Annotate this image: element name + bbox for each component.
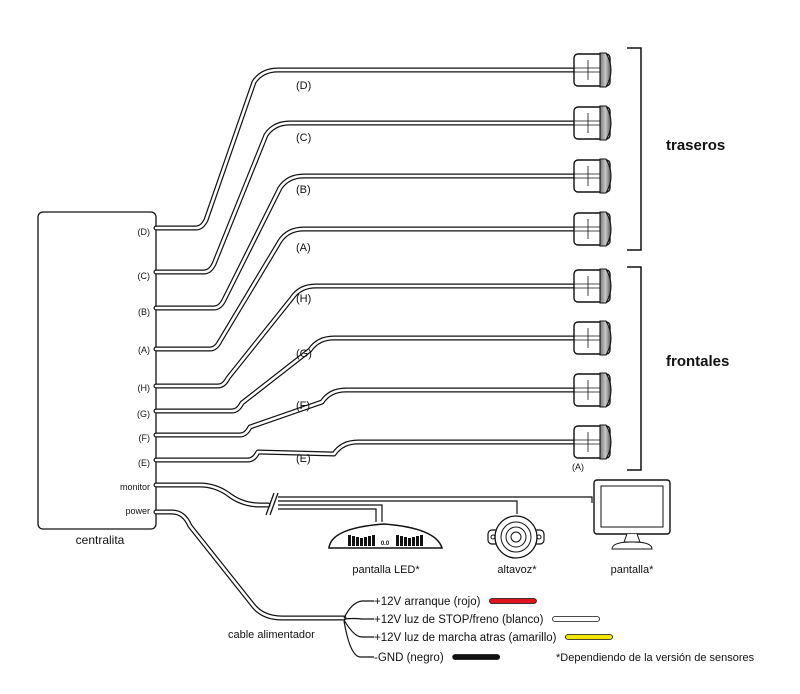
port-label: (C) <box>138 271 151 281</box>
port-label: (A) <box>138 345 150 355</box>
led-display-caption: pantalla LED* <box>352 564 420 576</box>
sensor-wire-core <box>154 336 580 413</box>
sensor-wire-core <box>154 227 580 351</box>
sensor-wire-labels: (D) (C) (B) (A) (H) (G) (F) (E) <box>296 80 312 465</box>
sensor-wire <box>153 335 581 414</box>
speaker-caption: altavoz* <box>497 564 537 576</box>
front-group-label: frontales <box>666 353 729 370</box>
led-bar <box>348 535 351 546</box>
power-leads: +12V arranque (rojo) +12V luz de STOP/fre… <box>374 596 613 664</box>
led-bar <box>400 536 403 546</box>
sensor-wire <box>153 439 581 463</box>
port-label: power <box>125 506 150 516</box>
led-bar <box>352 536 355 546</box>
led-bar <box>360 538 363 546</box>
led-bar <box>416 536 419 546</box>
port-label: (D) <box>138 227 151 237</box>
port-label: monitor <box>120 482 150 492</box>
control-unit-port-labels: (D) (C) (B) (A) (H) (G) (F) (E) monitor power <box>120 227 150 516</box>
led-bar <box>356 537 359 546</box>
led-bar <box>364 537 367 546</box>
monitor-cable <box>153 482 593 522</box>
wire-label: (C) <box>296 132 311 144</box>
parking-sensor <box>573 52 612 88</box>
led-bar <box>368 536 371 546</box>
power-lead-color-swatch <box>489 598 537 604</box>
led-bar <box>404 537 407 546</box>
parking-sensor <box>573 424 612 460</box>
power-lead-label: +12V luz de STOP/freno (blanco) <box>374 614 544 626</box>
wire-label: (F) <box>296 400 310 412</box>
port-label: (B) <box>138 307 150 317</box>
power-lead-color-swatch <box>552 616 600 622</box>
port-label: (G) <box>137 409 150 419</box>
power-lead-color-swatch <box>565 634 613 640</box>
sensor-wire-core <box>154 121 580 274</box>
parking-sensor <box>573 320 612 356</box>
port-label: (H) <box>138 383 151 393</box>
led-display-bars <box>348 535 423 546</box>
wire-label: (H) <box>296 293 311 305</box>
wire-label: (D) <box>296 80 311 92</box>
power-cable: cable alimentador <box>153 509 374 658</box>
power-lead-color-swatch <box>452 654 501 660</box>
screen-device: pantalla* <box>593 479 671 576</box>
led-bar <box>396 535 399 546</box>
screen-caption: pantalla* <box>611 564 655 576</box>
power-lead-label: +12V luz de marcha atras (amarillo) <box>374 632 557 644</box>
wire-label: (G) <box>296 348 312 360</box>
parking-sensor <box>573 158 612 194</box>
parking-sensor <box>573 105 612 141</box>
wire-label: (E) <box>296 453 311 465</box>
sensor-wire-core <box>154 440 580 462</box>
power-lead-label: +12V arranque (rojo) <box>374 596 481 608</box>
parking-sensor <box>573 211 612 247</box>
sensor-extra-label: (A) <box>572 462 584 472</box>
sensor-wire-core <box>154 68 580 230</box>
front-group-bracket: frontales <box>627 266 729 471</box>
wire-label: (A) <box>296 242 311 254</box>
led-display: 0.0 pantalla LED* <box>328 523 444 576</box>
footnote: *Dependiendo de la versión de sensores <box>556 652 755 664</box>
power-lead-label: -GND (negro) <box>374 652 444 664</box>
sensors <box>573 52 612 460</box>
led-bar <box>408 538 411 546</box>
sensor-wire-core <box>154 284 580 388</box>
led-bar <box>420 535 423 546</box>
parking-sensor <box>573 372 612 408</box>
port-label: (E) <box>138 458 150 468</box>
power-cable-caption: cable alimentador <box>228 629 315 641</box>
rear-group-label: traseros <box>666 137 725 154</box>
rear-group-bracket: traseros <box>627 47 725 251</box>
speaker: altavoz* <box>487 515 545 576</box>
sensor-wire-core <box>154 174 580 310</box>
sensor-wires <box>153 67 581 463</box>
port-label: (F) <box>139 433 151 443</box>
wire-label: (B) <box>296 184 311 196</box>
sensor-wire <box>153 67 581 231</box>
led-display-value: 0.0 <box>381 541 390 547</box>
parking-sensor <box>573 268 612 304</box>
led-bar <box>412 537 415 546</box>
control-unit: centralita <box>37 211 157 547</box>
sensor-wire-core <box>154 388 580 437</box>
control-unit-caption: centralita <box>76 533 125 547</box>
led-bar <box>372 535 375 546</box>
